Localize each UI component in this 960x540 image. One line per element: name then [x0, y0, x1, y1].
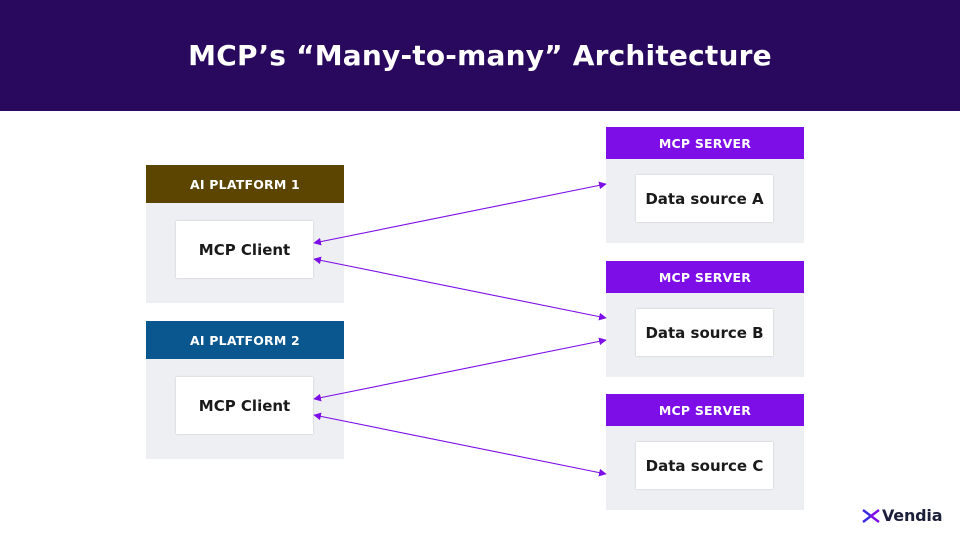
- ai-platform-2-mcp-client: MCP Client: [176, 377, 313, 434]
- vendia-logo-icon: [862, 508, 880, 523]
- mcp-server-c-label: MCP SERVER: [606, 394, 804, 426]
- ai-platform-2-label: AI PLATFORM 2: [146, 321, 344, 359]
- mcp-server-a-card: MCP SERVER Data source A: [606, 127, 804, 243]
- title-banner: MCP’s “Many-to-many” Architecture: [0, 0, 960, 111]
- page-title: MCP’s “Many-to-many” Architecture: [188, 39, 772, 72]
- mcp-server-b-label: MCP SERVER: [606, 261, 804, 293]
- ai-platform-1-mcp-client: MCP Client: [176, 221, 313, 278]
- vendia-logo: Vendia: [862, 506, 942, 525]
- data-source-b: Data source B: [636, 309, 773, 356]
- ai-platform-1-card: AI PLATFORM 1 MCP Client: [146, 165, 344, 303]
- data-source-c: Data source C: [636, 442, 773, 489]
- data-source-a: Data source A: [636, 175, 773, 222]
- arrow-platform2-to-source-c: [313, 412, 607, 477]
- mcp-server-b-card: MCP SERVER Data source B: [606, 261, 804, 377]
- ai-platform-1-label: AI PLATFORM 1: [146, 165, 344, 203]
- arrow-platform2-to-source-b: [313, 337, 607, 402]
- mcp-server-a-label: MCP SERVER: [606, 127, 804, 159]
- arrow-platform1-to-source-a: [313, 181, 607, 246]
- arrow-platform1-to-source-b: [313, 256, 607, 321]
- vendia-logo-text: Vendia: [882, 506, 943, 525]
- ai-platform-2-card: AI PLATFORM 2 MCP Client: [146, 321, 344, 459]
- mcp-server-c-card: MCP SERVER Data source C: [606, 394, 804, 510]
